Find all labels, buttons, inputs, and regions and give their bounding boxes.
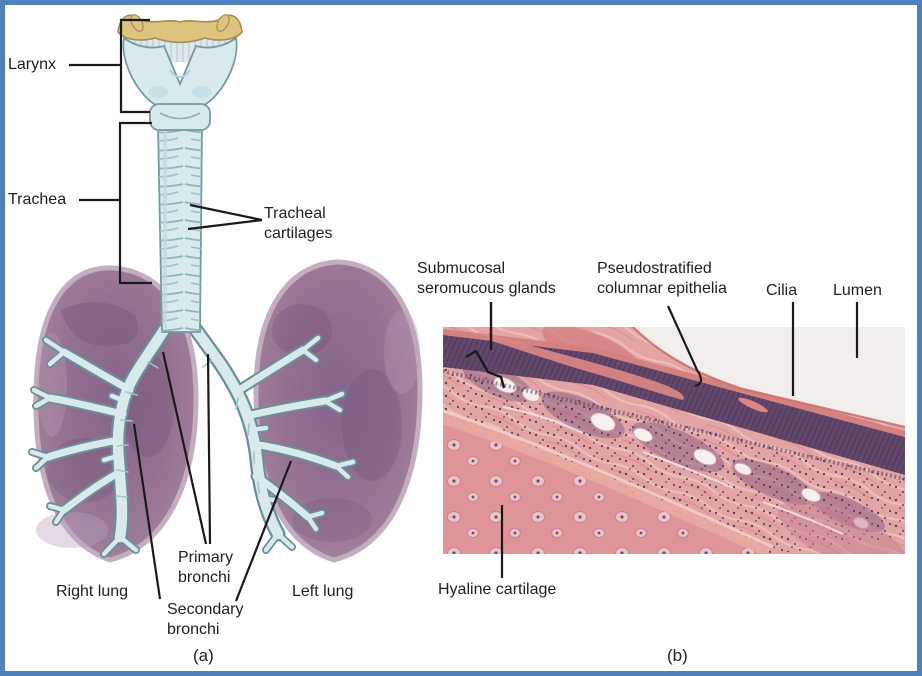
trachea-label: Trachea: [8, 191, 67, 208]
pseudostratified-line: [666, 305, 703, 388]
cilia-label: Cilia: [766, 282, 798, 299]
tracheal-cartilages-label: Tracheal cartilages: [264, 205, 333, 243]
panel-a-caption: (a): [193, 646, 214, 665]
larynx-bracket: [69, 18, 150, 114]
pseudostratified-label: Pseudostratified columnar epithelia: [597, 260, 727, 298]
primary-bronchi-label: Primary bronchi: [178, 549, 234, 587]
submucosal-glands-label: Submucosal seromucous glands: [417, 260, 556, 298]
left-lung-label: Left lung: [292, 583, 354, 600]
panel-b-caption: (b): [667, 646, 688, 665]
larynx-label: Larynx: [8, 56, 57, 73]
lumen-label: Lumen: [833, 282, 882, 299]
secondary-bronchi-lines: [132, 423, 293, 602]
hyaline-cartilage-label: Hyaline cartilage: [438, 581, 557, 598]
primary-bronchi-lines: [161, 351, 212, 545]
tracheal-cartilages-lines: [187, 203, 263, 231]
right-lung-label: Right lung: [56, 583, 129, 600]
leader-lines: [69, 18, 859, 602]
submucosal-glands-line: [465, 302, 506, 389]
bronchial-tree: [28, 322, 357, 558]
trachea-bracket: [79, 121, 152, 285]
secondary-bronchi-label: Secondary bronchi: [167, 601, 244, 639]
micrograph-image: [443, 327, 905, 554]
trachea-illustration: [157, 125, 203, 333]
larynx-illustration: [117, 14, 243, 131]
